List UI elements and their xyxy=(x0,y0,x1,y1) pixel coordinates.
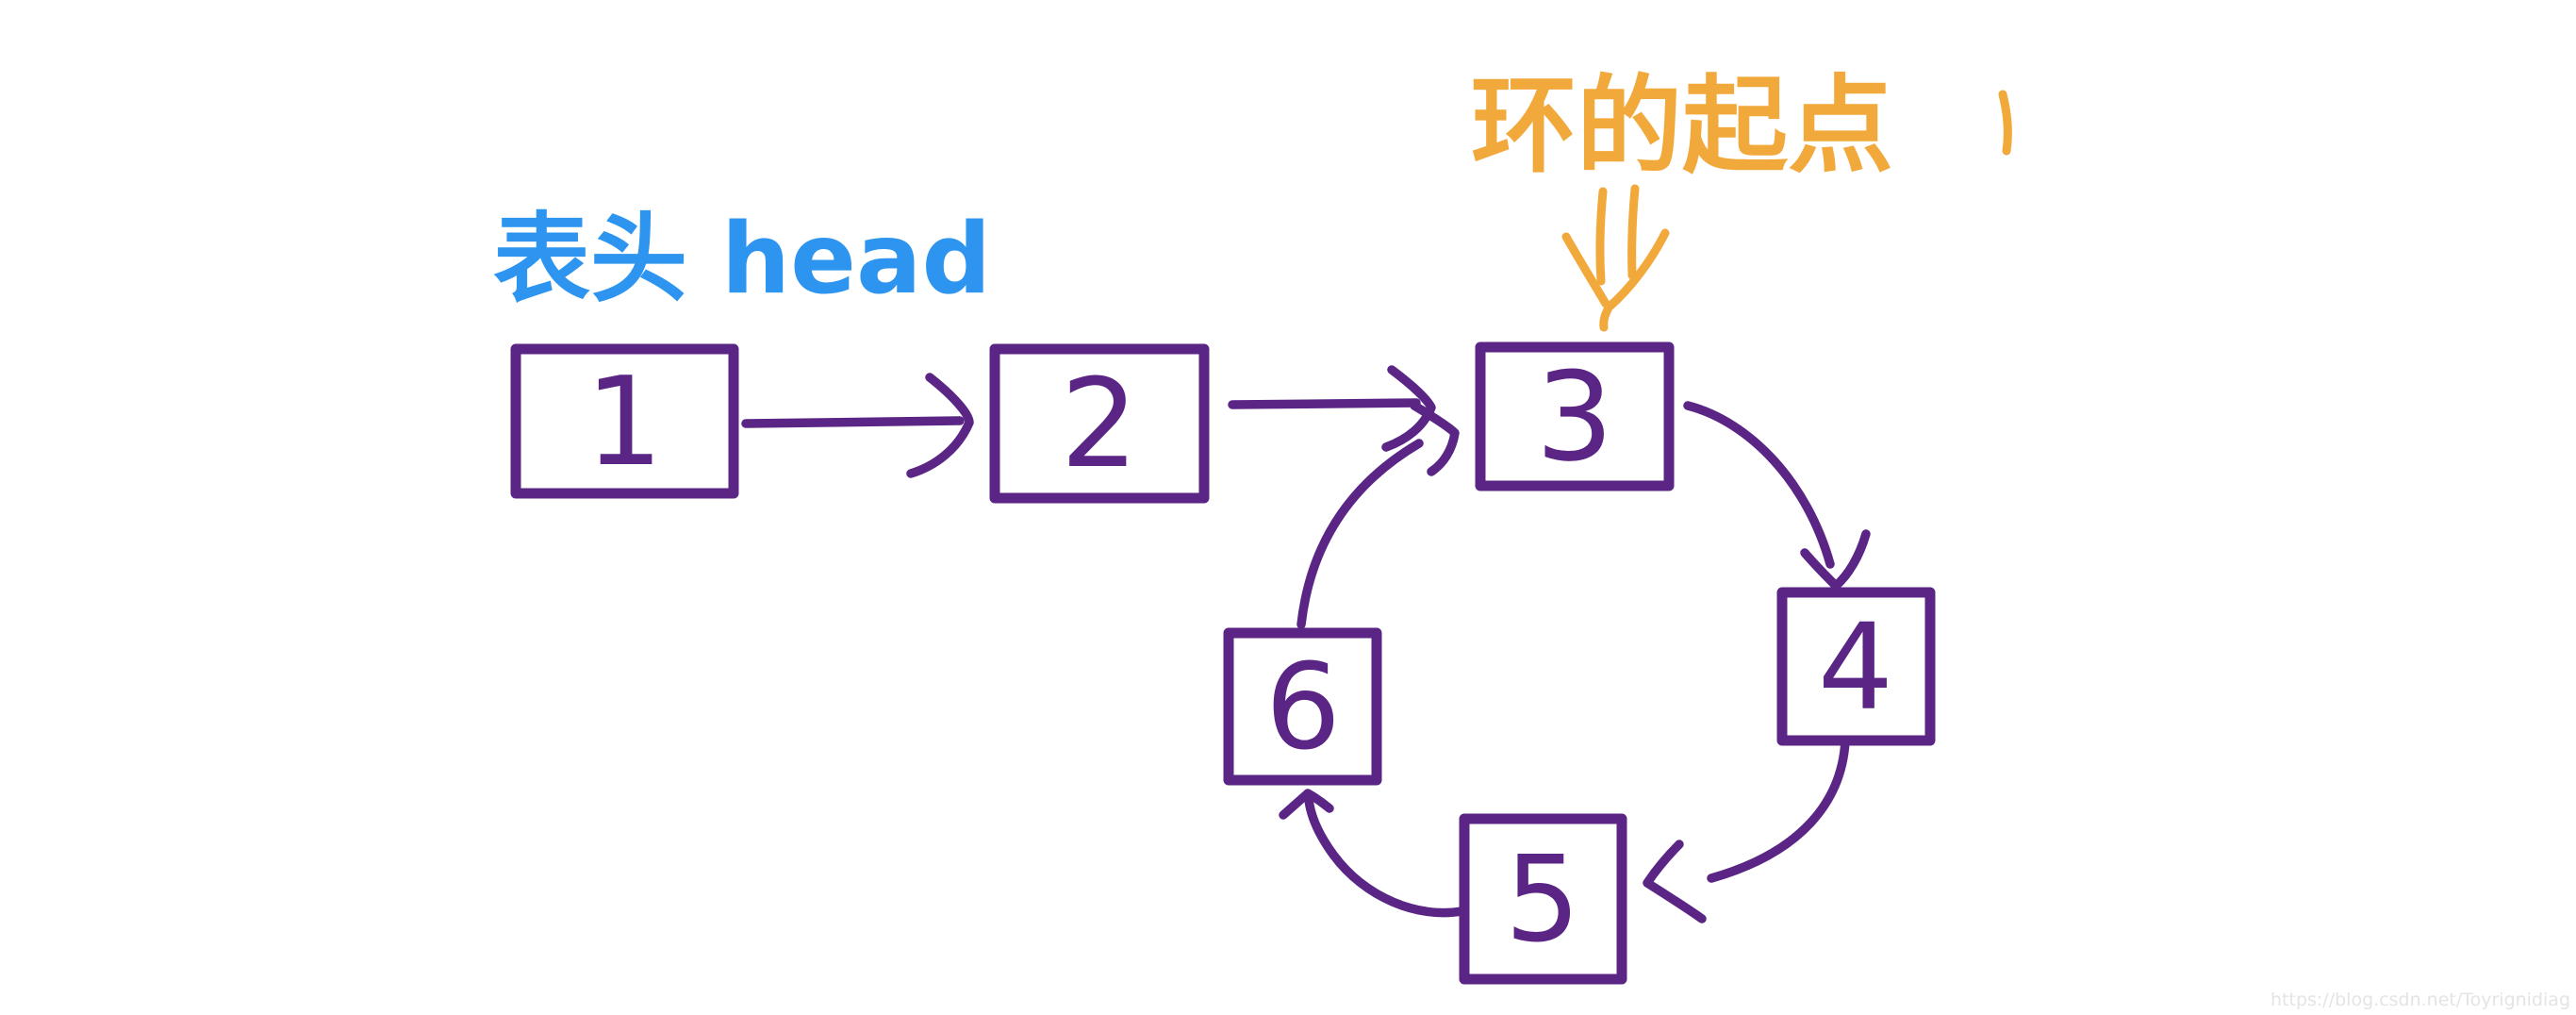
double-down-arrow-icon xyxy=(1561,90,2012,332)
node-2-value: 2 xyxy=(1061,352,1139,495)
node-4-value: 4 xyxy=(1818,598,1893,737)
edge-3-4-arrowhead xyxy=(1800,529,1871,591)
node-5-value: 5 xyxy=(1505,830,1580,969)
node-1-box xyxy=(510,343,739,499)
node-6-box xyxy=(1223,627,1382,786)
edge-5-6-arrowhead xyxy=(1279,789,1334,820)
edge-6-3-arrowhead xyxy=(1410,401,1460,476)
node-2-box xyxy=(989,343,1210,504)
edge-6-3 xyxy=(1296,439,1424,629)
arrow-head-left xyxy=(1561,232,1610,308)
edge-3-4 xyxy=(1683,401,1835,569)
node-4-box xyxy=(1776,587,1936,746)
edge-1-2-arrowhead xyxy=(906,373,974,478)
node-4: 4 xyxy=(1776,587,1936,746)
node-5-box xyxy=(1459,813,1627,985)
node-6-value: 6 xyxy=(1265,638,1341,776)
node-3: 3 xyxy=(1475,341,1675,491)
node-3-value: 3 xyxy=(1536,345,1614,489)
node-6: 6 xyxy=(1223,627,1382,786)
edge-2-3 xyxy=(1228,398,1421,409)
node-2: 2 xyxy=(989,343,1210,504)
edge-4-5-arrowhead xyxy=(1643,840,1707,923)
node-1-value: 1 xyxy=(586,350,664,493)
node-5: 5 xyxy=(1459,813,1627,985)
watermark: https://blog.csdn.net/Toyrignidiag xyxy=(2271,990,2570,1010)
arrow-shaft-left xyxy=(1595,187,1608,286)
edges xyxy=(741,365,1871,923)
edge-5-6 xyxy=(1304,795,1466,918)
cycle-start-label: 环的起点 xyxy=(1471,65,1893,188)
edge-4-5 xyxy=(1707,737,1850,883)
node-3-box xyxy=(1475,341,1675,491)
nodes: 1 2 3 4 5 6 xyxy=(510,341,1936,985)
node-1: 1 xyxy=(510,343,739,499)
arrow-head-right xyxy=(1599,228,1670,332)
head-label: 表头 head xyxy=(493,203,991,316)
edge-1-2 xyxy=(741,416,965,428)
arrow-shaft-right xyxy=(1627,184,1640,280)
stray-tick xyxy=(1998,90,2012,156)
edge-2-3-arrowhead xyxy=(1381,365,1436,452)
